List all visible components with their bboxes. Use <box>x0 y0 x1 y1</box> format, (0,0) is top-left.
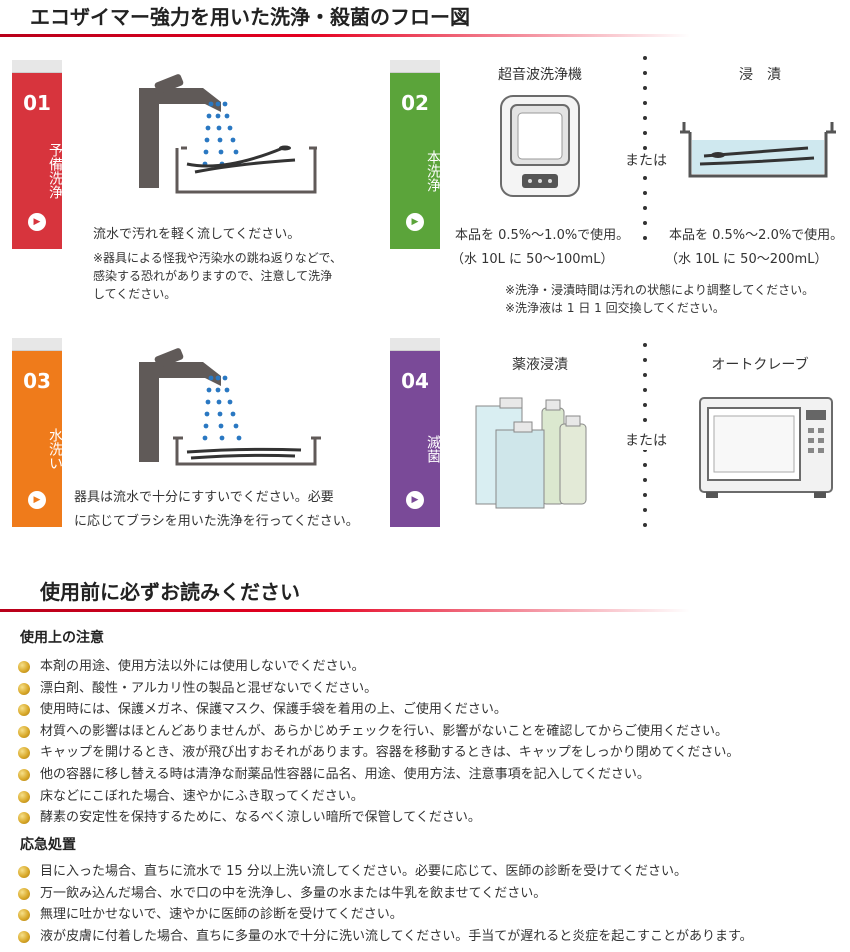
or-label: または <box>618 150 674 170</box>
ultrasonic-cleaner-illustration <box>500 95 580 197</box>
list-item: 目に入った場合、直ちに流水で 15 分以上洗い流してください。必要に応じて、医師… <box>16 861 753 883</box>
list-item: 使用時には、保護メガネ、保護マスク、保護手袋を着用の上、ご使用ください。 <box>16 699 739 721</box>
chemical-bottles-illustration <box>475 397 587 509</box>
step-number: 01 <box>23 91 51 115</box>
play-icon: ▶ <box>28 491 46 509</box>
soak-basin-illustration <box>680 122 836 178</box>
faucet-wash-illustration <box>139 348 321 466</box>
autoclave-title: オートクレーブ <box>711 357 809 373</box>
bullet-icon <box>18 704 30 717</box>
step-badge-01: 01 予備洗浄 ▶ <box>12 60 63 249</box>
bullet-icon <box>18 747 30 760</box>
ultrasonic-title: 超音波洗浄機 <box>498 67 582 83</box>
step01-note-2: 感染する恐れがありますので、注意して洗浄 <box>93 269 333 283</box>
autoclave-illustration <box>699 397 833 498</box>
caution-list: 本剤の用途、使用方法以外には使用しないでください。 漂白剤、酸性・アルカリ性の製… <box>16 656 739 829</box>
list-item: 液が皮膚に付着した場合、直ちに多量の水で十分に洗い流してください。手当てが遅れる… <box>16 926 753 948</box>
list-item: 他の容器に移し替える時は清浄な耐薬品性容器に品名、用途、使用方法、注意事項を記入… <box>16 764 739 786</box>
step-number: 03 <box>23 369 51 393</box>
bullet-icon <box>18 930 30 943</box>
list-item: 万一飲み込んだ場合、水で口の中を洗浄し、多量の水または牛乳を飲ませてください。 <box>16 883 753 905</box>
play-icon: ▶ <box>406 491 424 509</box>
step-label: 滅菌 <box>425 435 441 463</box>
list-item: 材質への影響はほとんどありませんが、あらかじめチェックを行い、影響がないことを確… <box>16 721 739 743</box>
or-divider-dots <box>643 343 647 538</box>
bullet-icon <box>18 661 30 673</box>
play-icon: ▶ <box>406 213 424 231</box>
faucet-rinse-illustration <box>139 74 317 194</box>
step01-text: 流水で汚れを軽く流してください。 <box>93 227 301 242</box>
bullet-icon <box>18 909 30 922</box>
flow-title: エコザイマー強力を用いた洗浄・殺菌のフロー図 <box>30 5 470 29</box>
step03-text-line2: に応じてブラシを用いた洗浄を行ってください。 <box>74 514 359 529</box>
list-item: 酵素の安定性を保持するために、なるべく涼しい暗所で保管してください。 <box>16 807 739 829</box>
title-underline <box>0 34 690 37</box>
bullet-icon <box>18 725 30 738</box>
bullet-icon <box>18 887 30 900</box>
ultrasonic-usage-line1: 本品を 0.5%〜1.0%で使用。 <box>455 228 630 243</box>
step02-note-1: ※洗浄・浸漬時間は汚れの状態により調整してください。 <box>505 283 815 297</box>
ultrasonic-usage-line2: （水 10L に 50〜100mL） <box>451 252 614 267</box>
bullet-icon <box>18 790 30 803</box>
list-item: 漂白剤、酸性・アルカリ性の製品と混ぜないでください。 <box>16 678 739 700</box>
step01-note-1: ※器具による怪我や汚染水の跳ね返りなどで、 <box>93 251 342 265</box>
soak-usage-line1: 本品を 0.5%〜2.0%で使用。 <box>669 228 844 243</box>
caution-heading: 使用上の注意 <box>20 630 104 646</box>
read-title: 使用前に必ずお読みください <box>40 580 300 604</box>
bullet-icon <box>18 866 30 878</box>
step-label: 予備洗浄 <box>47 143 63 199</box>
bullet-icon <box>18 812 30 825</box>
step03-text-line1: 器具は流水で十分にすすいでください。必要 <box>74 490 334 505</box>
step01-note-3: してください。 <box>93 287 177 301</box>
step-badge-03: 03 水洗い ▶ <box>12 338 63 527</box>
step02-note-2: ※洗浄液は 1 日 1 回交換してください。 <box>505 301 725 315</box>
soak-title: 浸 漬 <box>739 67 781 83</box>
read-title-underline <box>0 609 690 612</box>
chemical-soak-title: 薬液浸漬 <box>512 357 568 373</box>
step-label: 水洗い <box>47 428 63 470</box>
step-badge-04: 04 滅菌 ▶ <box>390 338 441 527</box>
list-item: 床などにこぼれた場合、速やかにふき取ってください。 <box>16 786 739 808</box>
bullet-icon <box>18 768 30 781</box>
list-item: 無理に吐かせないで、速やかに医師の診断を受けてください。 <box>16 904 753 926</box>
list-item: 本剤の用途、使用方法以外には使用しないでください。 <box>16 656 739 678</box>
play-icon: ▶ <box>28 213 46 231</box>
step-number: 04 <box>401 369 429 393</box>
emergency-heading: 応急処置 <box>20 837 76 853</box>
or-label: または <box>618 430 674 450</box>
step-label: 本洗浄 <box>425 150 441 192</box>
step-number: 02 <box>401 91 429 115</box>
soak-usage-line2: （水 10L に 50〜200mL） <box>665 252 828 267</box>
list-item: キャップを開けるとき、液が飛び出すおそれがあります。容器を移動するときは、キャッ… <box>16 742 739 764</box>
emergency-list: 目に入った場合、直ちに流水で 15 分以上洗い流してください。必要に応じて、医師… <box>16 861 753 947</box>
step-badge-02: 02 本洗浄 ▶ <box>390 60 441 249</box>
bullet-icon <box>18 682 30 695</box>
